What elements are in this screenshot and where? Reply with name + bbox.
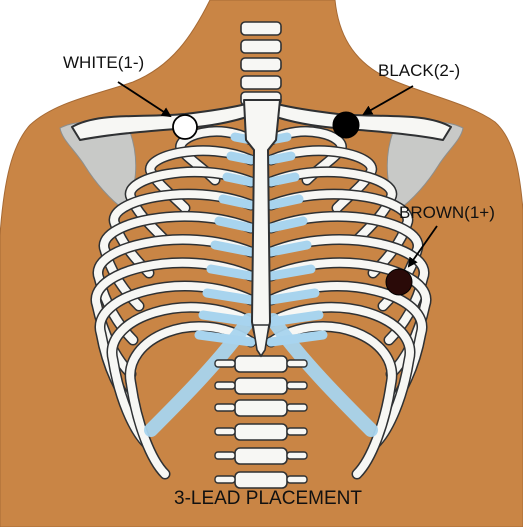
- lumbar-vertebra: [235, 424, 287, 440]
- cartilage-segment: [271, 177, 295, 182]
- cervical-vertebra: [241, 76, 281, 89]
- label-black: BLACK(2-): [378, 61, 460, 80]
- cervical-vertebra: [241, 58, 281, 71]
- lumbar-vertebra: [235, 472, 287, 488]
- vertebra-process: [215, 360, 235, 367]
- lumbar-vertebra: [235, 378, 287, 394]
- lumbar-vertebra: [235, 356, 287, 372]
- electrode-black: [333, 112, 359, 138]
- vertebra-process: [215, 404, 235, 411]
- vertebra-process: [287, 476, 307, 483]
- electrode-brown: [386, 269, 412, 295]
- vertebra-process: [287, 452, 307, 459]
- vertebra-process: [215, 452, 235, 459]
- vertebra-process: [287, 382, 307, 389]
- lumbar-vertebra: [235, 448, 287, 464]
- vertebra-process: [287, 428, 307, 435]
- vertebra-process: [215, 476, 235, 483]
- cartilage-segment: [271, 199, 299, 205]
- label-white: WHITE(1-): [63, 53, 144, 72]
- cervical-vertebra: [241, 40, 281, 53]
- label-brown: BROWN(1+): [399, 203, 495, 222]
- lumbar-vertebra: [235, 400, 287, 416]
- cervical-vertebra: [241, 22, 281, 35]
- cartilage-segment: [271, 156, 291, 160]
- electrode-white: [173, 115, 197, 139]
- cartilage-segment: [231, 156, 251, 160]
- vertebra-process: [215, 382, 235, 389]
- cartilage-segment: [223, 199, 251, 205]
- diagram-title: 3-LEAD PLACEMENT: [174, 488, 362, 509]
- vertebra-process: [287, 360, 307, 367]
- cartilage-segment: [227, 177, 251, 182]
- vertebra-process: [215, 428, 235, 435]
- vertebra-process: [287, 404, 307, 411]
